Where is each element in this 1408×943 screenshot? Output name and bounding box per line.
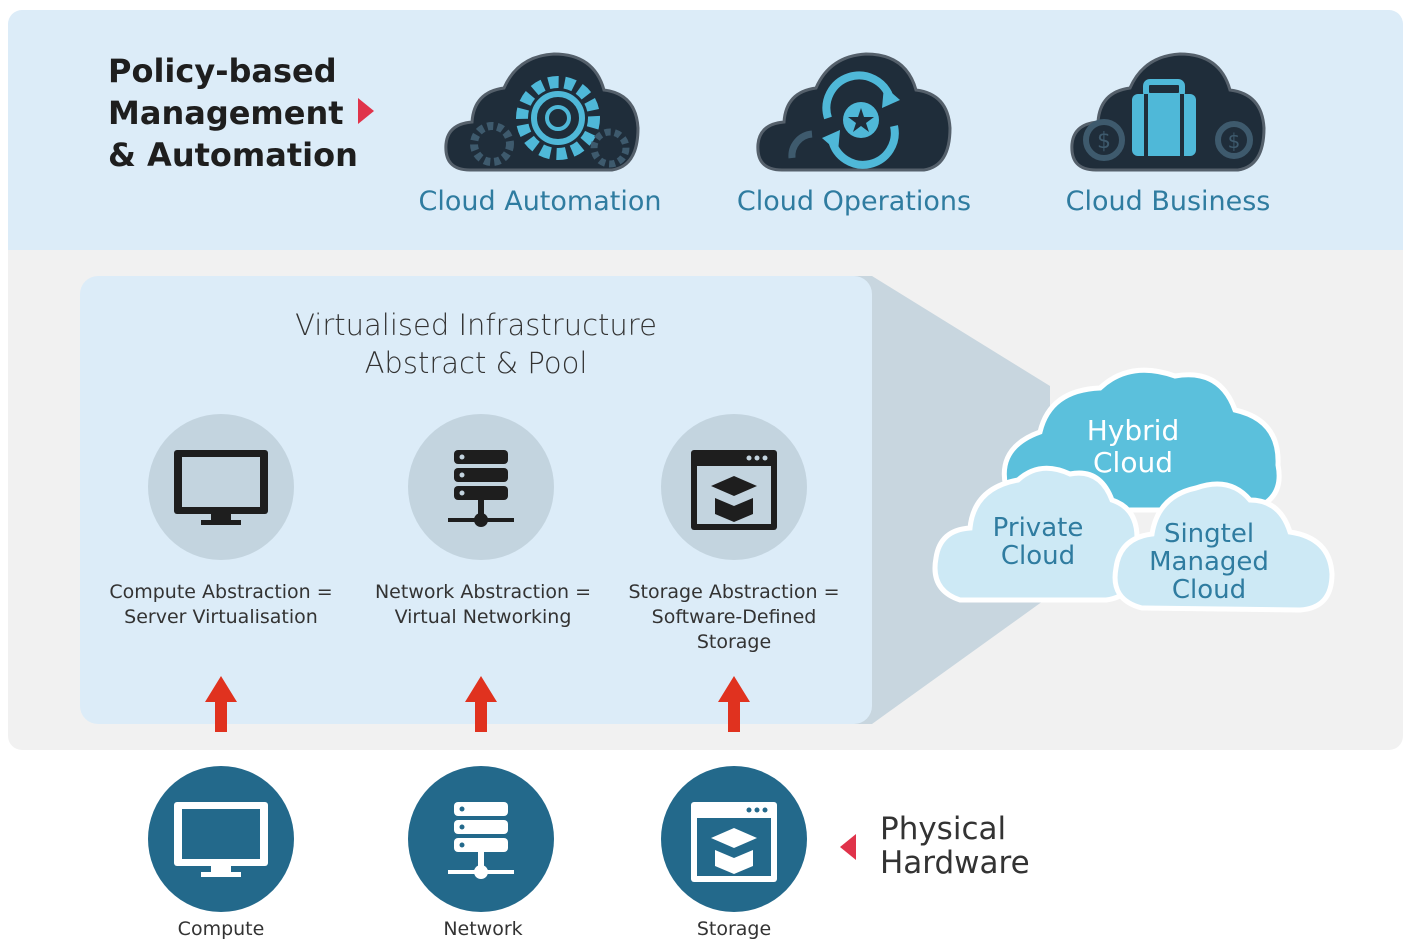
compute-hardware-label: Compute <box>177 918 265 940</box>
svg-text:$: $ <box>1097 129 1111 154</box>
hybrid-cloud-label: Hybrid Cloud <box>1048 415 1218 479</box>
private-cloud-line-2: Cloud <box>1000 541 1076 571</box>
virtualised-title: Virtualised Infrastructure Abstract & Po… <box>80 306 872 382</box>
storage-box-icon <box>691 450 777 530</box>
funnel-wedge <box>840 276 1050 724</box>
pointer-right-icon <box>358 98 374 124</box>
svg-text:$: $ <box>1228 129 1241 153</box>
storage-abstraction-line-3: Storage <box>696 631 772 653</box>
hybrid-cloud-graphic <box>932 367 1335 613</box>
arrow-up-storage-icon <box>718 676 750 732</box>
network-abstraction-line-2: Virtual Networking <box>394 606 572 628</box>
virtualised-title-line-1: Virtualised Infrastructure <box>295 308 657 342</box>
virtual-storage-circle <box>661 414 807 560</box>
cycle-star-icon <box>756 52 952 172</box>
compute-abstraction-line-2: Server Virtualisation <box>124 606 318 628</box>
singtel-managed-line-3: Cloud <box>1171 575 1247 605</box>
physical-hardware-line-1: Physical <box>880 811 1007 847</box>
storage-abstraction-line-2: Software-Defined <box>651 606 817 628</box>
arrow-up-compute-icon <box>205 676 237 732</box>
singtel-managed-line-2: Managed <box>1149 547 1269 577</box>
storage-box-icon <box>691 802 777 882</box>
compute-abstraction-line-1: Compute Abstraction = <box>109 581 333 603</box>
hybrid-cloud-line-1: Hybrid <box>1086 414 1180 447</box>
physical-network-circle <box>408 766 554 912</box>
singtel-managed-line-1: Singtel <box>1163 519 1255 549</box>
policy-title-line-2: Management <box>108 94 344 132</box>
hybrid-cloud-line-2: Cloud <box>1093 446 1173 479</box>
cloud-automation-label: Cloud Automation <box>418 186 662 217</box>
network-abstraction-label: Network Abstraction = Virtual Networking <box>352 580 614 630</box>
monitor-icon <box>174 802 268 877</box>
network-hardware-label: Network <box>443 918 523 940</box>
storage-abstraction-line-1: Storage Abstraction = <box>628 581 840 603</box>
virtualised-title-line-2: Abstract & Pool <box>364 346 588 380</box>
policy-management-title: Policy-based Management & Automation <box>108 50 368 176</box>
cloud-operations-label: Cloud Operations <box>736 186 972 217</box>
private-cloud-line-1: Private <box>992 513 1084 543</box>
monitor-icon <box>174 450 268 525</box>
gears-icon <box>444 52 640 172</box>
server-network-icon <box>448 450 514 527</box>
storage-hardware-label: Storage <box>696 918 772 940</box>
pointer-left-icon <box>840 834 856 860</box>
physical-storage-circle <box>661 766 807 912</box>
policy-title-line-1: Policy-based <box>108 52 337 90</box>
arrow-up-network-icon <box>465 676 497 732</box>
network-abstraction-line-1: Network Abstraction = <box>374 581 592 603</box>
physical-hardware-line-2: Hardware <box>880 845 1030 881</box>
briefcase-dollar-icon: $ $ <box>1070 52 1266 172</box>
virtual-compute-circle <box>148 414 294 560</box>
virtual-network-circle <box>408 414 554 560</box>
storage-abstraction-label: Storage Abstraction = Software-Defined S… <box>614 580 854 655</box>
physical-hardware-label: Physical Hardware <box>880 812 1030 880</box>
policy-title-line-3: & Automation <box>108 136 358 174</box>
compute-abstraction-label: Compute Abstraction = Server Virtualisat… <box>92 580 350 630</box>
server-network-icon <box>448 802 514 879</box>
cloud-business-label: Cloud Business <box>1065 186 1271 217</box>
singtel-managed-cloud-label: Singtel Managed Cloud <box>1136 520 1282 604</box>
physical-compute-circle <box>148 766 294 912</box>
private-cloud-label: Private Cloud <box>968 514 1108 570</box>
